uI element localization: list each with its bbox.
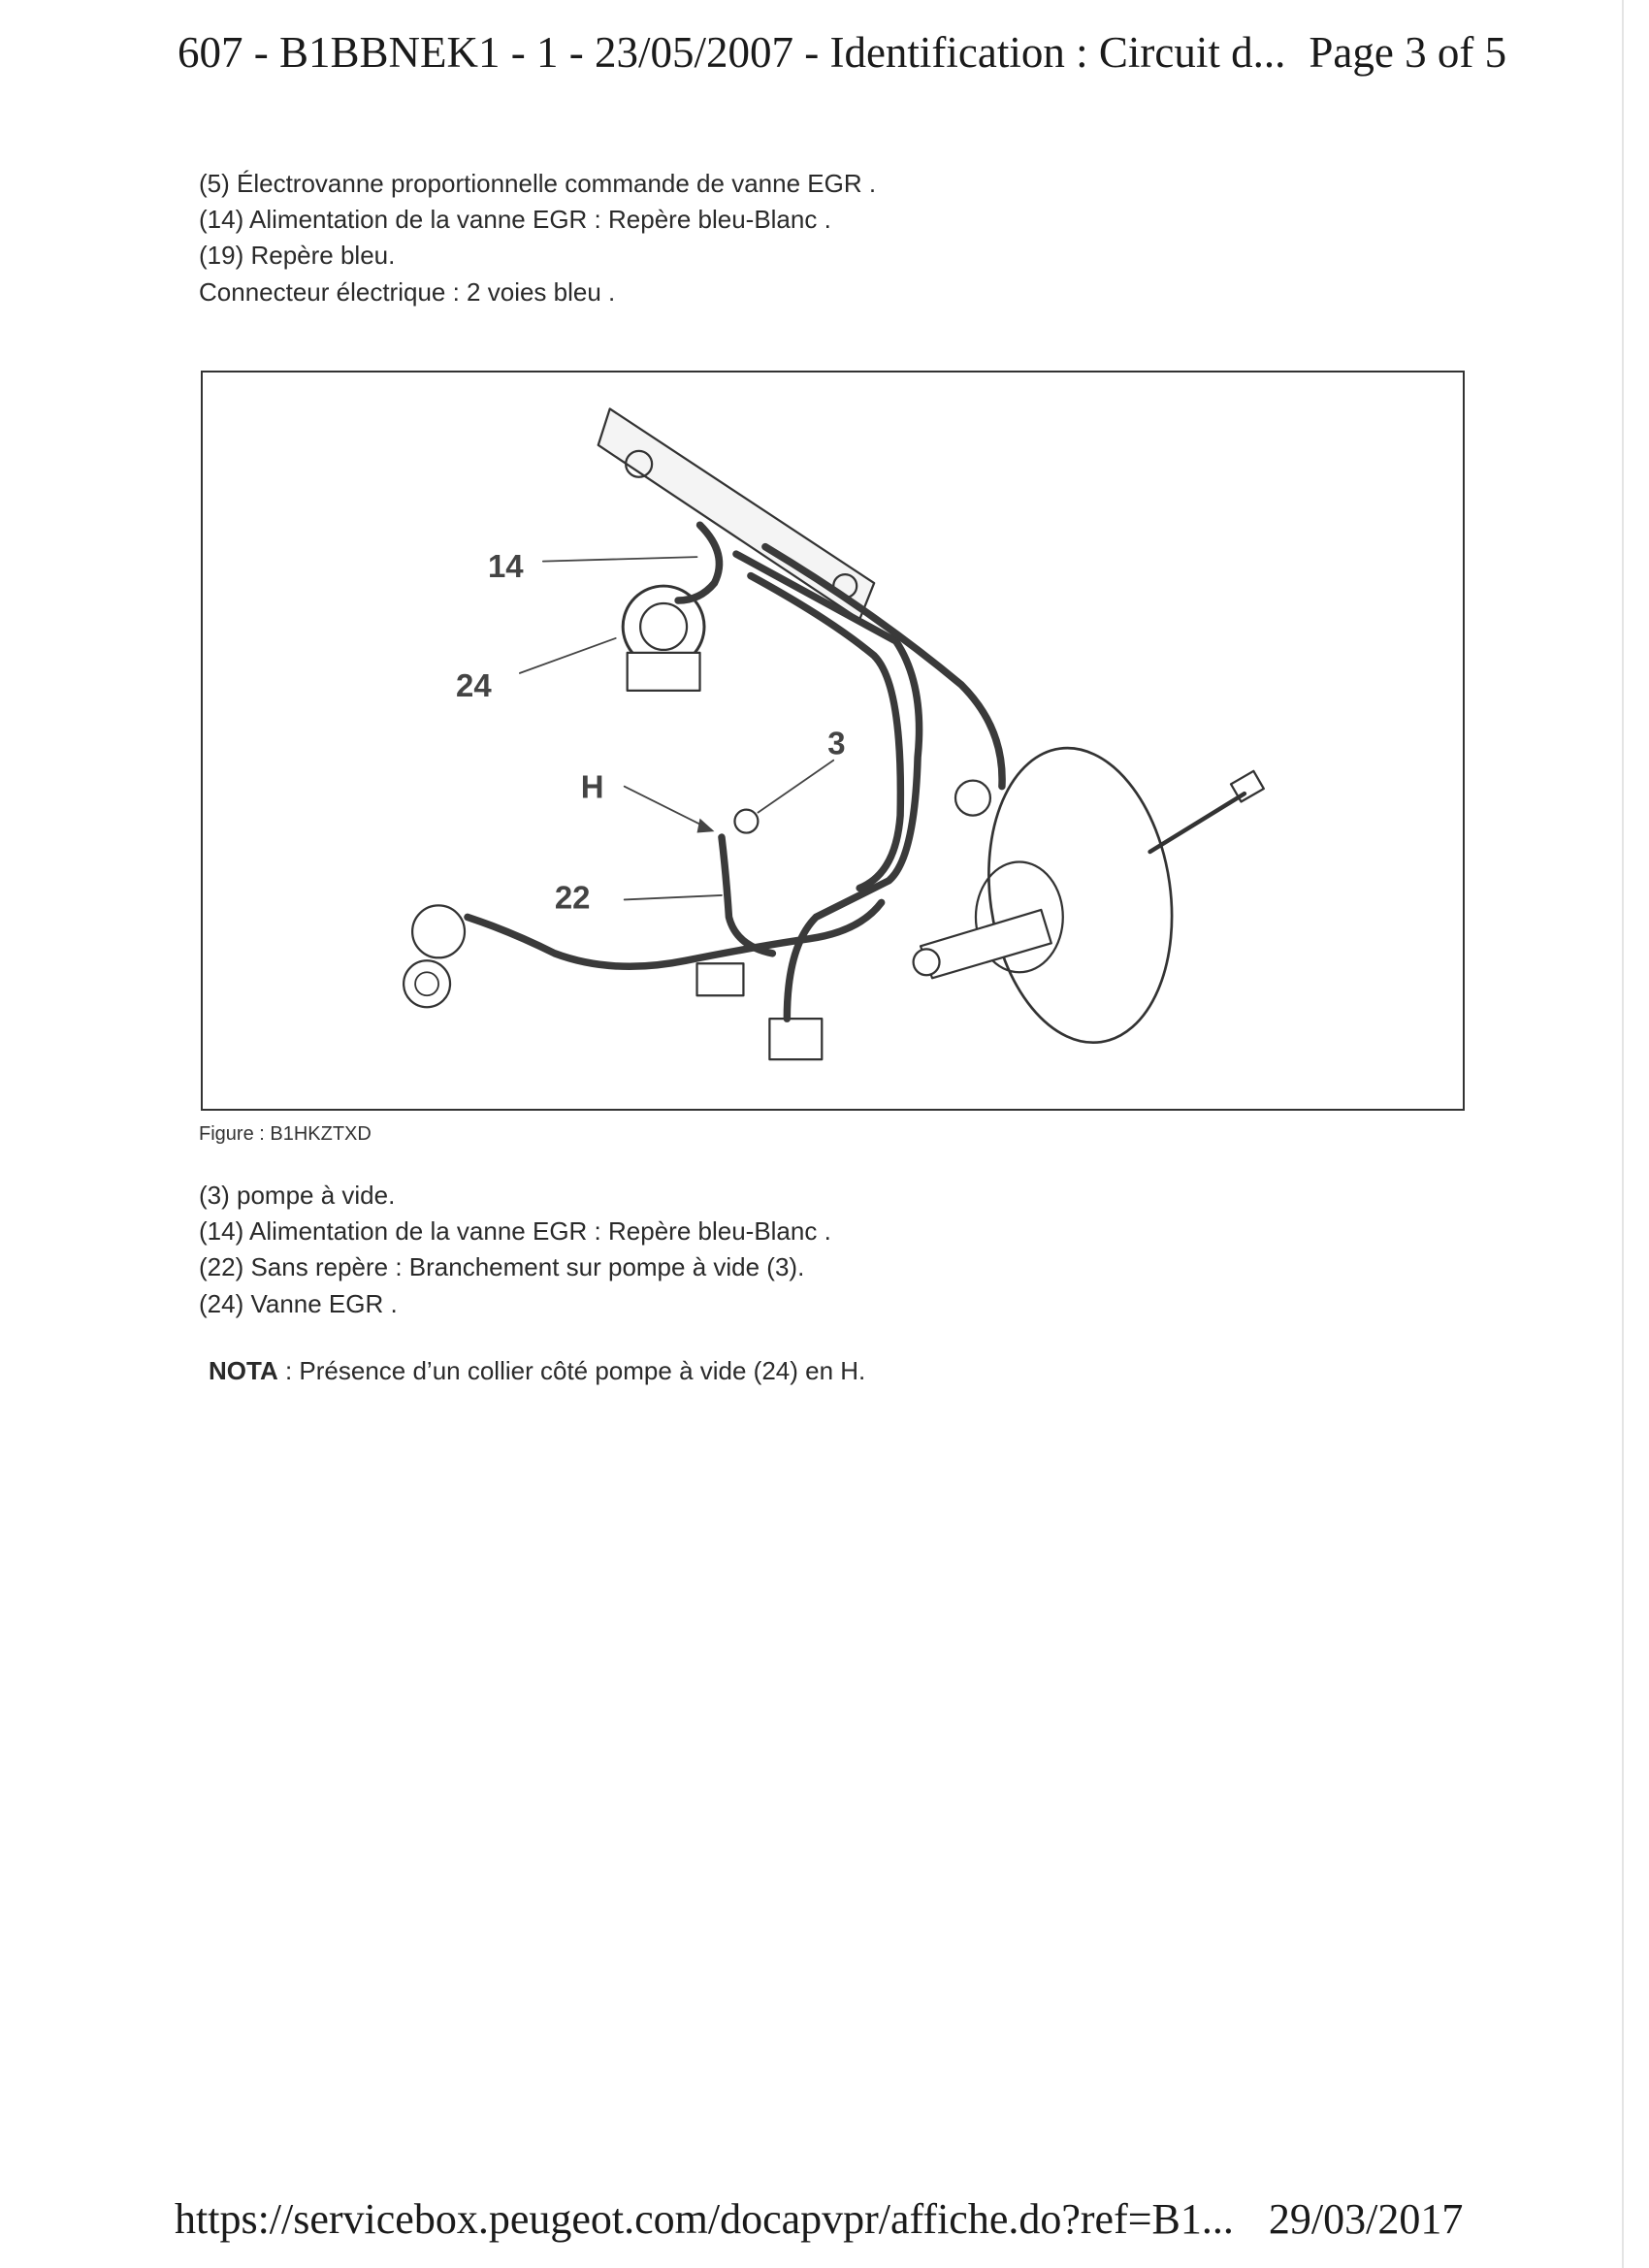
leader-lines [518, 556, 835, 901]
label-22: 22 [555, 879, 591, 915]
hose-diagram: 14 24 H 3 22 [403, 407, 1265, 1061]
label-3: 3 [827, 726, 845, 761]
scan-edge [1622, 0, 1624, 2268]
label-24: 24 [456, 667, 492, 703]
label-h: H [581, 769, 604, 805]
brake-booster [912, 746, 1265, 1045]
document-title: 607 - B1BBNEK1 - 1 - 23/05/2007 - Identi… [178, 28, 1286, 77]
footer-url: https://servicebox.peugeot.com/docapvpr/… [175, 2195, 1234, 2243]
intro-line: (5) Électrovanne proportionnelle command… [199, 169, 877, 198]
intro-line: (19) Repère bleu. [199, 241, 396, 270]
nota-text: : Présence d’un collier côté pompe à vid… [277, 1356, 866, 1385]
egr-valve-left [403, 904, 467, 1009]
page-header: 607 - B1BBNEK1 - 1 - 23/05/2007 - Identi… [178, 27, 1506, 78]
intro-line: (14) Alimentation de la vanne EGR : Repè… [199, 205, 831, 234]
legend-line: (22) Sans repère : Branchement sur pompe… [199, 1252, 805, 1281]
legend-line: (24) Vanne EGR . [199, 1289, 398, 1318]
page-number: Page 3 of 5 [1309, 28, 1507, 77]
hoses [464, 521, 1006, 1022]
label-14: 14 [488, 548, 524, 584]
nota-label: NOTA [209, 1356, 278, 1385]
legend-line: (14) Alimentation de la vanne EGR : Repè… [199, 1216, 831, 1246]
figure-caption: Figure : B1HKZTXD [199, 1123, 372, 1145]
footer-date: 29/03/2017 [1268, 2195, 1464, 2243]
arrowhead-icon [696, 818, 715, 833]
legend-line: (3) pompe à vide. [199, 1181, 396, 1210]
figure-diagram: 14 24 H 3 22 [201, 371, 1465, 1111]
nota-note: NOTA : Présence d’un collier côté pompe … [209, 1356, 865, 1386]
page-footer: https://servicebox.peugeot.com/docapvpr/… [175, 2194, 1463, 2244]
egr-valve [621, 584, 706, 692]
intro-line: Connecteur électrique : 2 voies bleu . [199, 277, 616, 307]
